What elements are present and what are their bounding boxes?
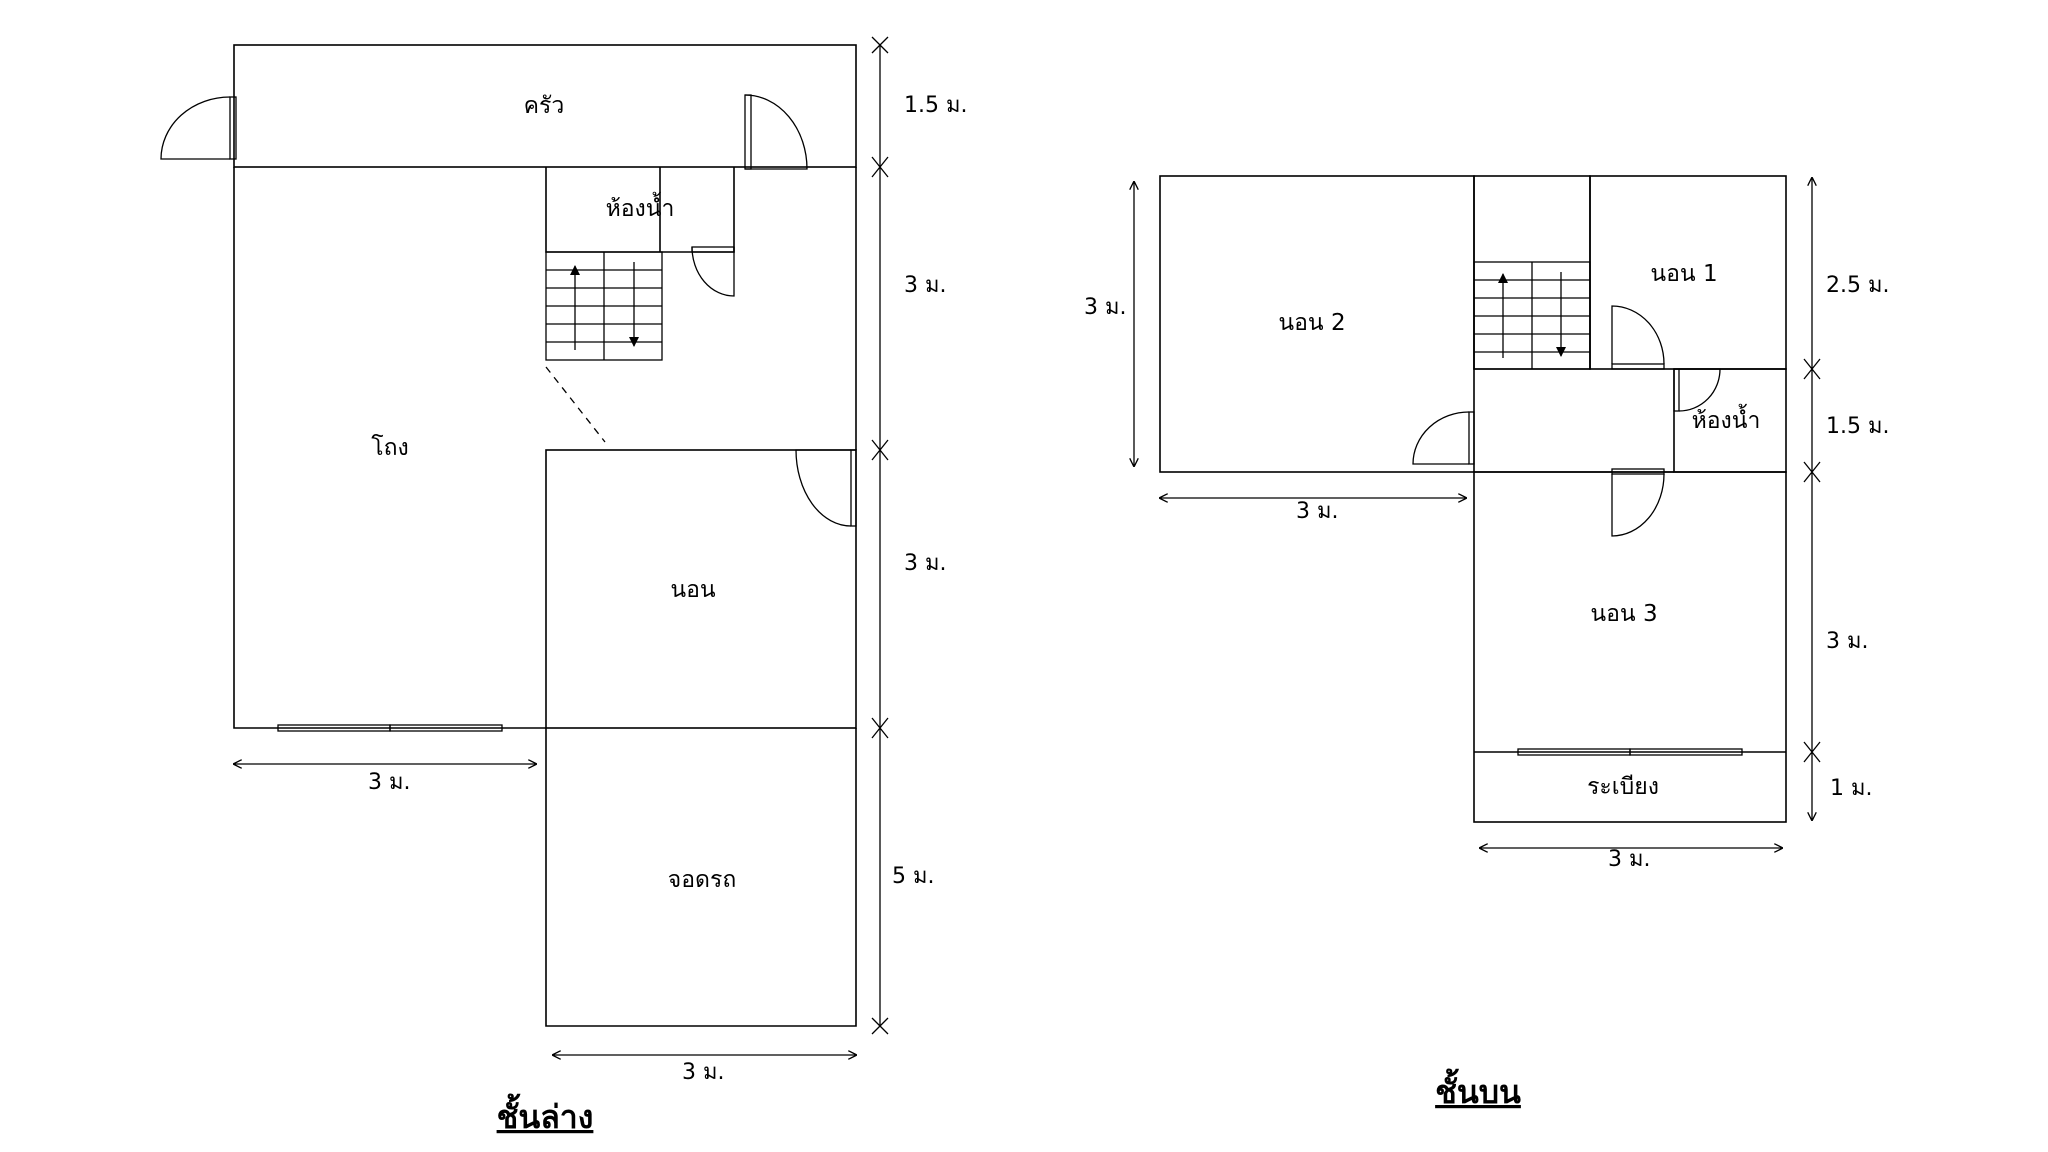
upper-bathroom-label: ห้องน้ำ (1692, 404, 1761, 434)
bedroom-2-width-label: 3 ม. (1296, 499, 1339, 524)
ground-bathroom-label: ห้องน้ำ (606, 192, 675, 222)
hall-width-label: 3 ม. (368, 770, 411, 795)
ground-bedroom-door (795, 449, 857, 527)
ground-vertical-dimensions (871, 36, 889, 1035)
hall-walls (233, 167, 546, 729)
garage-room (545, 728, 857, 1027)
upper-floor-plan: นอน 2 นอน 1 ห้องน้ำ นอน 3 ระเบียง 3 ม. 3… (1084, 175, 1889, 1111)
garage-label: จอดรถ (668, 867, 737, 893)
ground-floor-title: ชั้นล่าง (497, 1093, 594, 1136)
bedroom-3-depth-label: 3 ม. (1826, 629, 1869, 654)
bedroom-2-label: นอน 2 (1278, 310, 1345, 336)
kitchen-room (233, 44, 857, 168)
upper-stairs (1473, 261, 1591, 370)
ground-bedroom-label: นอน (670, 577, 716, 603)
upper-bathroom-door (1673, 368, 1721, 412)
balcony-depth-label: 1 ม. (1830, 776, 1873, 801)
hall-sliding-window (277, 724, 503, 732)
upper-vertical-dimensions (1803, 178, 1821, 820)
balcony-sliding-window (1517, 748, 1743, 756)
kitchen-label: ครัว (524, 93, 565, 119)
bedroom-3-label: นอน 3 (1590, 601, 1657, 627)
upper-floor-title: ชั้นบน (1435, 1068, 1521, 1111)
bedroom-1-depth-label: 2.5 ม. (1826, 273, 1889, 298)
bedroom-3-width-label: 3 ม. (1608, 847, 1651, 872)
ground-stairs (545, 251, 663, 443)
bedroom-2-depth-label: 3 ม. (1084, 295, 1127, 320)
bedroom-1-label: นอน 1 (1650, 261, 1717, 287)
kitchen-door-left (160, 96, 237, 160)
ground-bathroom-depth-label: 3 ม. (904, 273, 947, 298)
bedroom-3-room (1473, 471, 1787, 823)
ground-bedroom-depth-label: 3 ม. (904, 551, 947, 576)
hall-label: โถง (371, 434, 409, 461)
garage-width-label: 3 ม. (682, 1060, 725, 1085)
ground-bedroom-room (545, 449, 857, 729)
ground-floor-plan: ครัว ห้องน้ำ โถง นอน จอดรถ 1.5 ม. 3 ม. 3… (160, 36, 967, 1136)
bedroom-3-door (1611, 468, 1665, 537)
ground-bathroom-door (691, 246, 735, 297)
balcony-label: ระเบียง (1587, 774, 1659, 800)
bedroom-2-door (1412, 411, 1475, 465)
kitchen-door-right (744, 94, 808, 170)
bedroom-1-door (1611, 305, 1665, 370)
kitchen-depth-label: 1.5 ม. (904, 93, 967, 118)
upper-bathroom-depth-label: 1.5 ม. (1826, 414, 1889, 439)
garage-depth-label: 5 ม. (892, 864, 935, 889)
